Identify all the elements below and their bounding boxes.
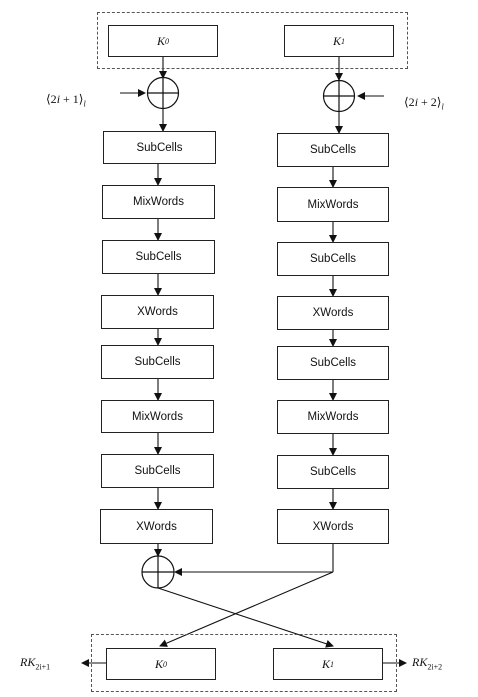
left-step-4: XWords <box>101 295 214 329</box>
constant-left-sub: l <box>83 99 86 109</box>
constant-right: ⟨2i + 2⟩l <box>404 95 444 111</box>
xor-top-left-icon <box>146 76 180 110</box>
right-step-8: XWords <box>277 509 389 544</box>
output-right-base: RK <box>412 655 428 669</box>
output-left-sub: 2i+1 <box>35 662 51 672</box>
constant-right-var: i <box>414 95 419 109</box>
right-step-3: SubCells <box>277 242 389 276</box>
top-k1-base: K <box>332 33 341 48</box>
xor-bottom-icon <box>141 555 175 589</box>
top-k0-sup: 0 <box>165 36 169 46</box>
left-step-7: SubCells <box>101 454 214 488</box>
bottom-key-group <box>91 634 397 692</box>
constant-right-rest: + 2⟩ <box>418 95 442 109</box>
constant-right-open: ⟨2 <box>404 95 415 109</box>
top-key-group <box>97 12 408 69</box>
bottom-k1-sup: 1 <box>330 659 334 669</box>
left-step-8: XWords <box>100 509 213 544</box>
top-k1-sup: 1 <box>341 36 345 46</box>
xor-top-right-icon <box>322 79 356 113</box>
left-step-2: MixWords <box>102 185 215 219</box>
constant-left: ⟨2i + 1⟩l <box>46 92 86 108</box>
left-step-5: SubCells <box>101 345 214 379</box>
arrow-right-to-bottom-k0 <box>159 571 334 647</box>
right-step-1: SubCells <box>277 133 389 167</box>
output-left-label: RK2i+1 <box>20 655 50 671</box>
output-right-label: RK2i+2 <box>412 655 442 671</box>
output-left-base: RK <box>20 655 36 669</box>
bottom-k1-base: K <box>321 656 330 671</box>
arrow-xor-to-bottom-k1 <box>157 587 334 648</box>
constant-right-sub: l <box>441 102 444 112</box>
constant-left-open: ⟨2 <box>46 92 57 106</box>
constant-left-rest: + 1⟩ <box>60 92 84 106</box>
right-step-6: MixWords <box>277 400 389 434</box>
right-step-2: MixWords <box>277 187 389 222</box>
constant-left-var: i <box>56 92 61 106</box>
output-right-sub: 2i+2 <box>427 662 443 672</box>
left-step-1: SubCells <box>103 131 216 164</box>
left-step-3: SubCells <box>102 240 215 274</box>
bottom-k0-base: K <box>154 656 163 671</box>
top-k0-base: K <box>156 33 165 48</box>
right-step-7: SubCells <box>277 455 389 489</box>
right-step-5: SubCells <box>277 346 389 380</box>
bottom-k0-sup: 0 <box>163 659 167 669</box>
left-step-6: MixWords <box>101 400 214 433</box>
right-step-4: XWords <box>277 296 389 330</box>
